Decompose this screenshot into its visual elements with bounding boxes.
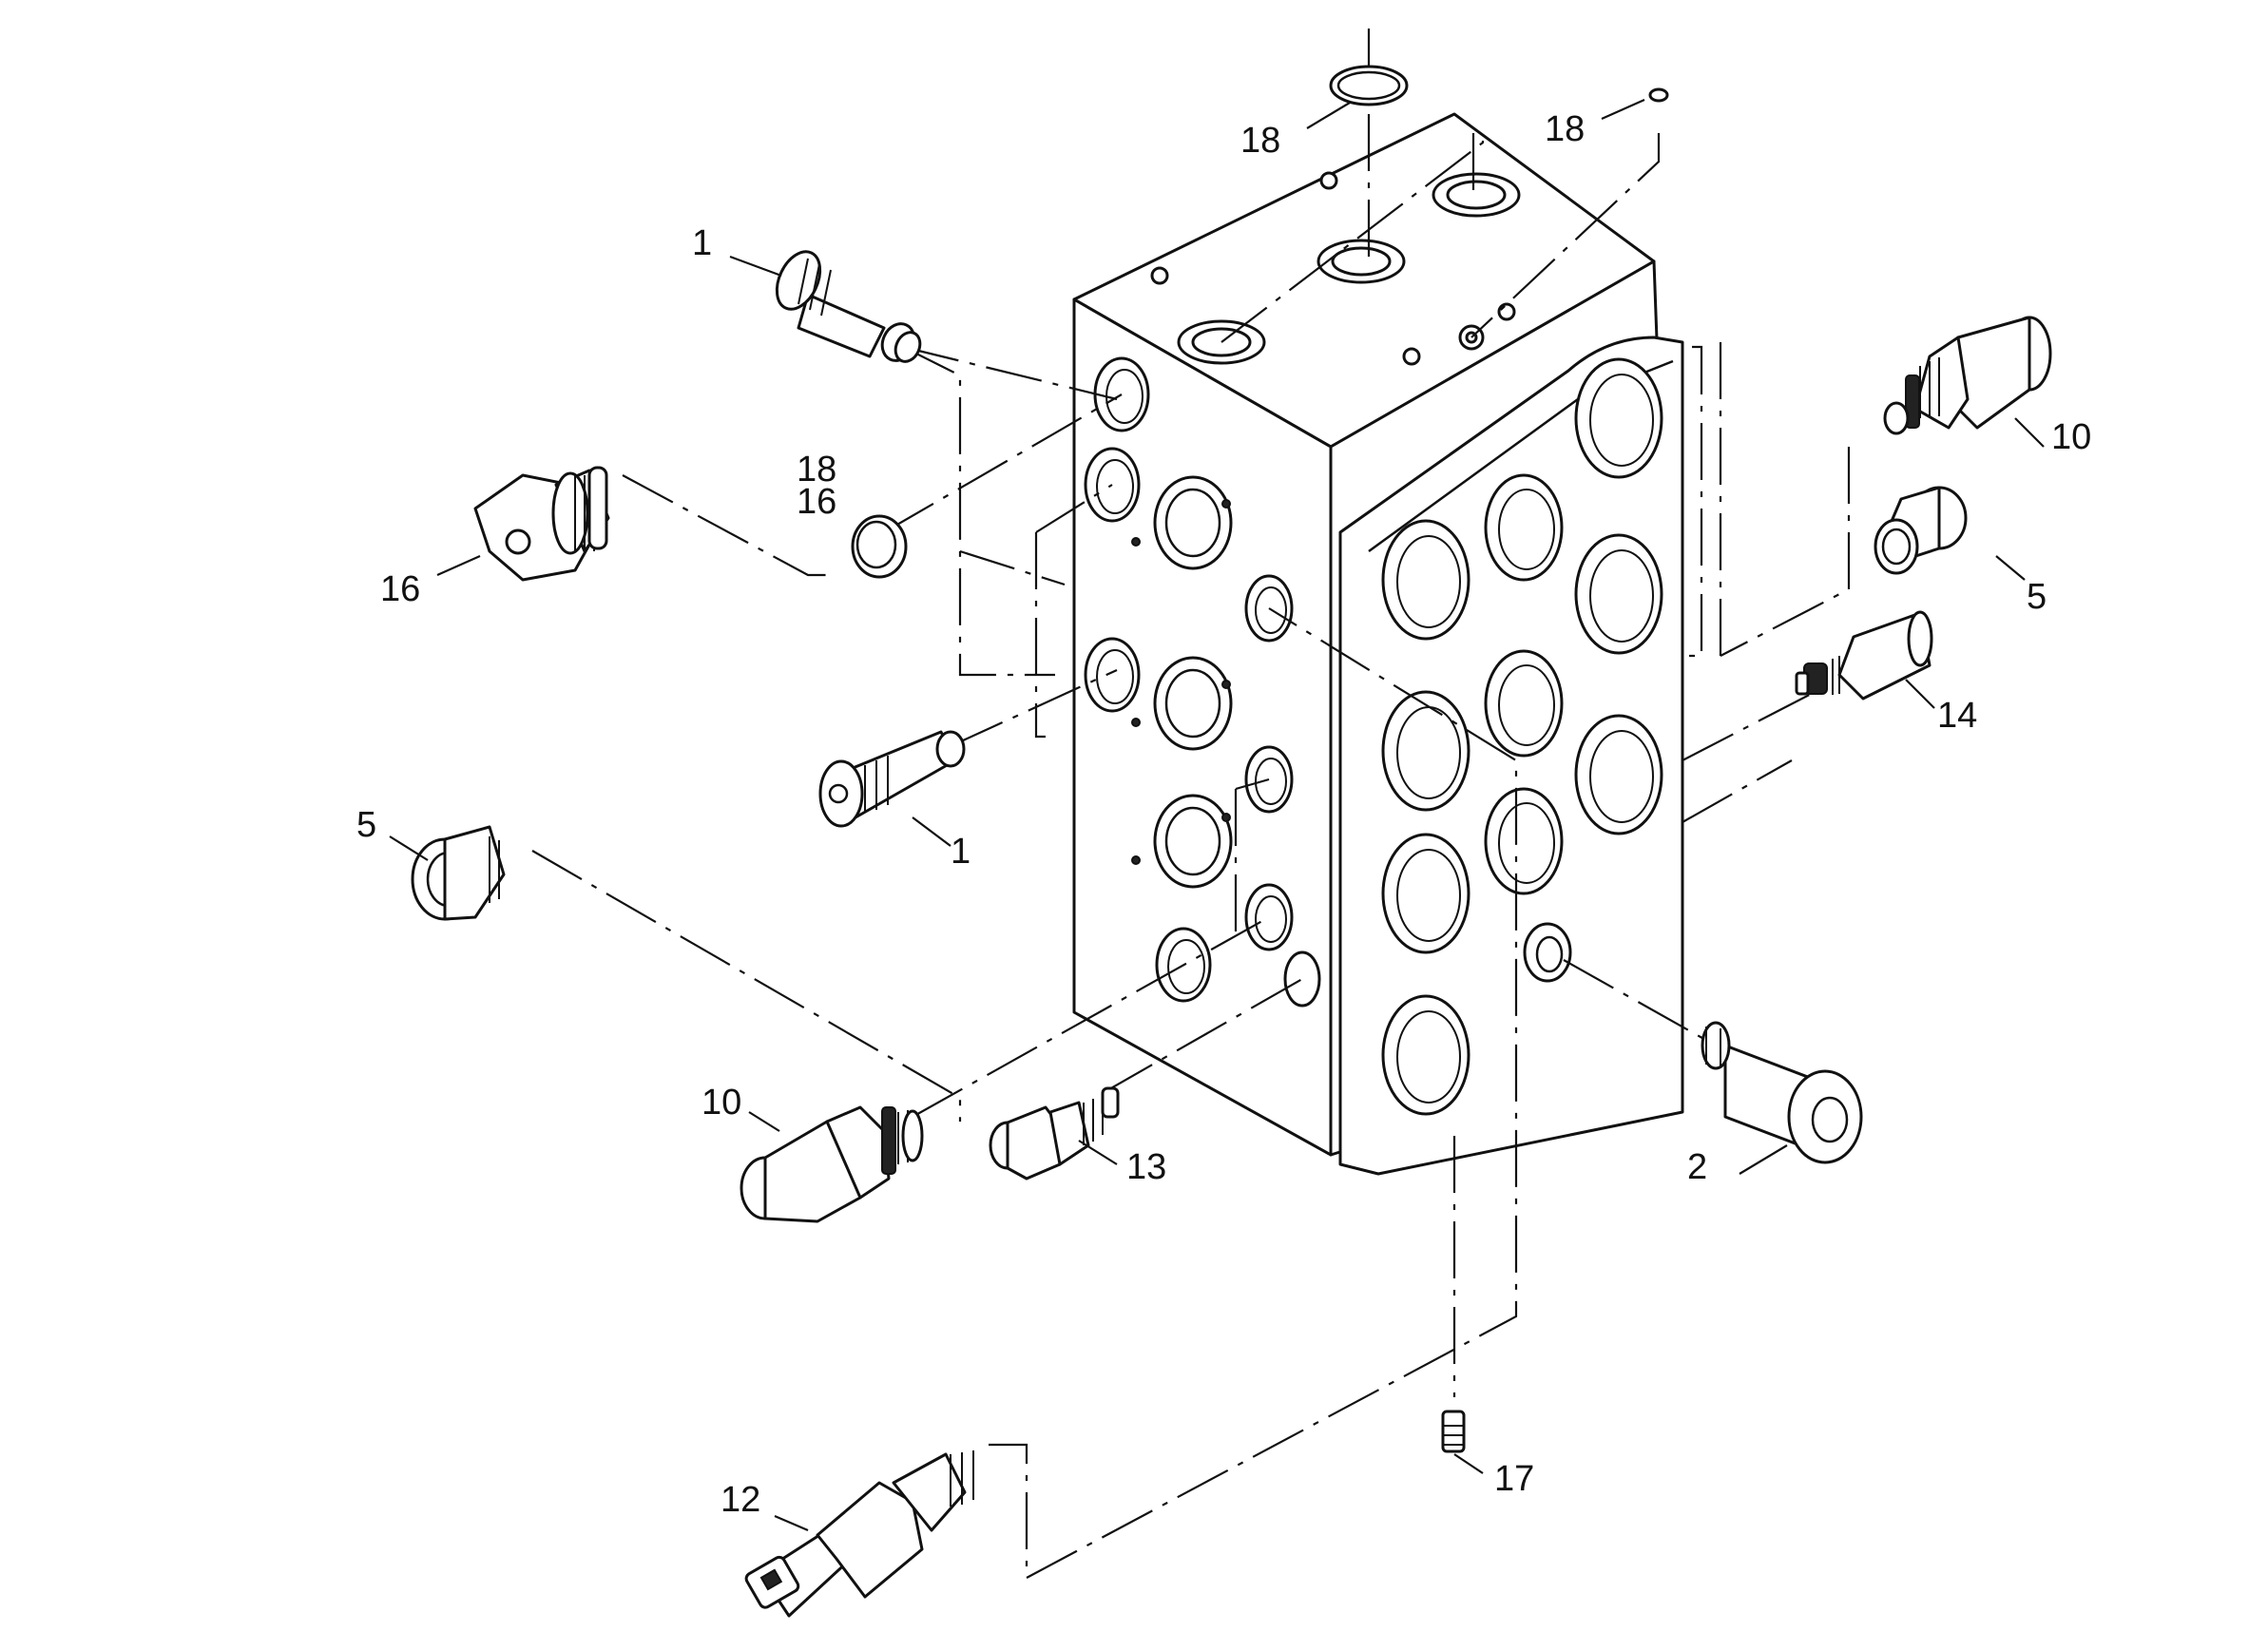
callout-1-lower: 1 xyxy=(951,832,971,872)
o-ring-18-small xyxy=(1648,87,1669,103)
seal-ring-18-16 xyxy=(851,514,908,579)
valve-14 xyxy=(1795,610,1933,701)
relief-valve-10-left xyxy=(740,1105,924,1223)
callout-18-top-ring: 18 xyxy=(1240,121,1280,161)
hex-plug-16 xyxy=(473,466,610,582)
callout-10-right: 10 xyxy=(2051,417,2091,457)
callout-labels: 18 18 1 18 16 16 10 5 14 1 5 10 13 2 17 … xyxy=(356,109,2091,1520)
callout-leaders xyxy=(389,98,2045,1532)
callout-1-upper: 1 xyxy=(692,223,712,263)
callout-5-right: 5 xyxy=(2027,577,2047,617)
callout-17: 17 xyxy=(1494,1459,1534,1499)
callout-16-plug: 16 xyxy=(380,569,420,609)
sensor-12 xyxy=(744,1450,974,1618)
callout-2: 2 xyxy=(1687,1147,1707,1187)
valve-13 xyxy=(989,1086,1120,1181)
callout-14: 14 xyxy=(1937,696,1977,736)
screw-17 xyxy=(1441,1410,1466,1453)
callout-13: 13 xyxy=(1126,1147,1166,1187)
relief-valve-10-right xyxy=(1883,316,2052,435)
callout-12: 12 xyxy=(721,1480,760,1520)
plug-1-lower xyxy=(818,730,966,828)
callout-18-seal: 18 xyxy=(797,450,836,490)
assembly-center-lines xyxy=(531,29,1851,1580)
plug-5-right xyxy=(1874,486,1968,575)
valve-block-body xyxy=(1072,112,1684,1176)
top-face-ports xyxy=(1150,171,1521,366)
right-face-ports xyxy=(1381,357,1663,1116)
callout-10-left: 10 xyxy=(702,1083,741,1123)
o-ring-18-top xyxy=(1329,65,1409,106)
plug-5-left xyxy=(411,825,506,921)
left-face-ports xyxy=(1084,356,1321,1008)
callout-18-small-ring: 18 xyxy=(1545,109,1585,149)
callout-16-seal: 16 xyxy=(797,482,836,522)
fitting-2 xyxy=(1701,1021,1863,1164)
callout-5-left: 5 xyxy=(356,805,376,845)
plug-1-upper xyxy=(775,250,922,363)
